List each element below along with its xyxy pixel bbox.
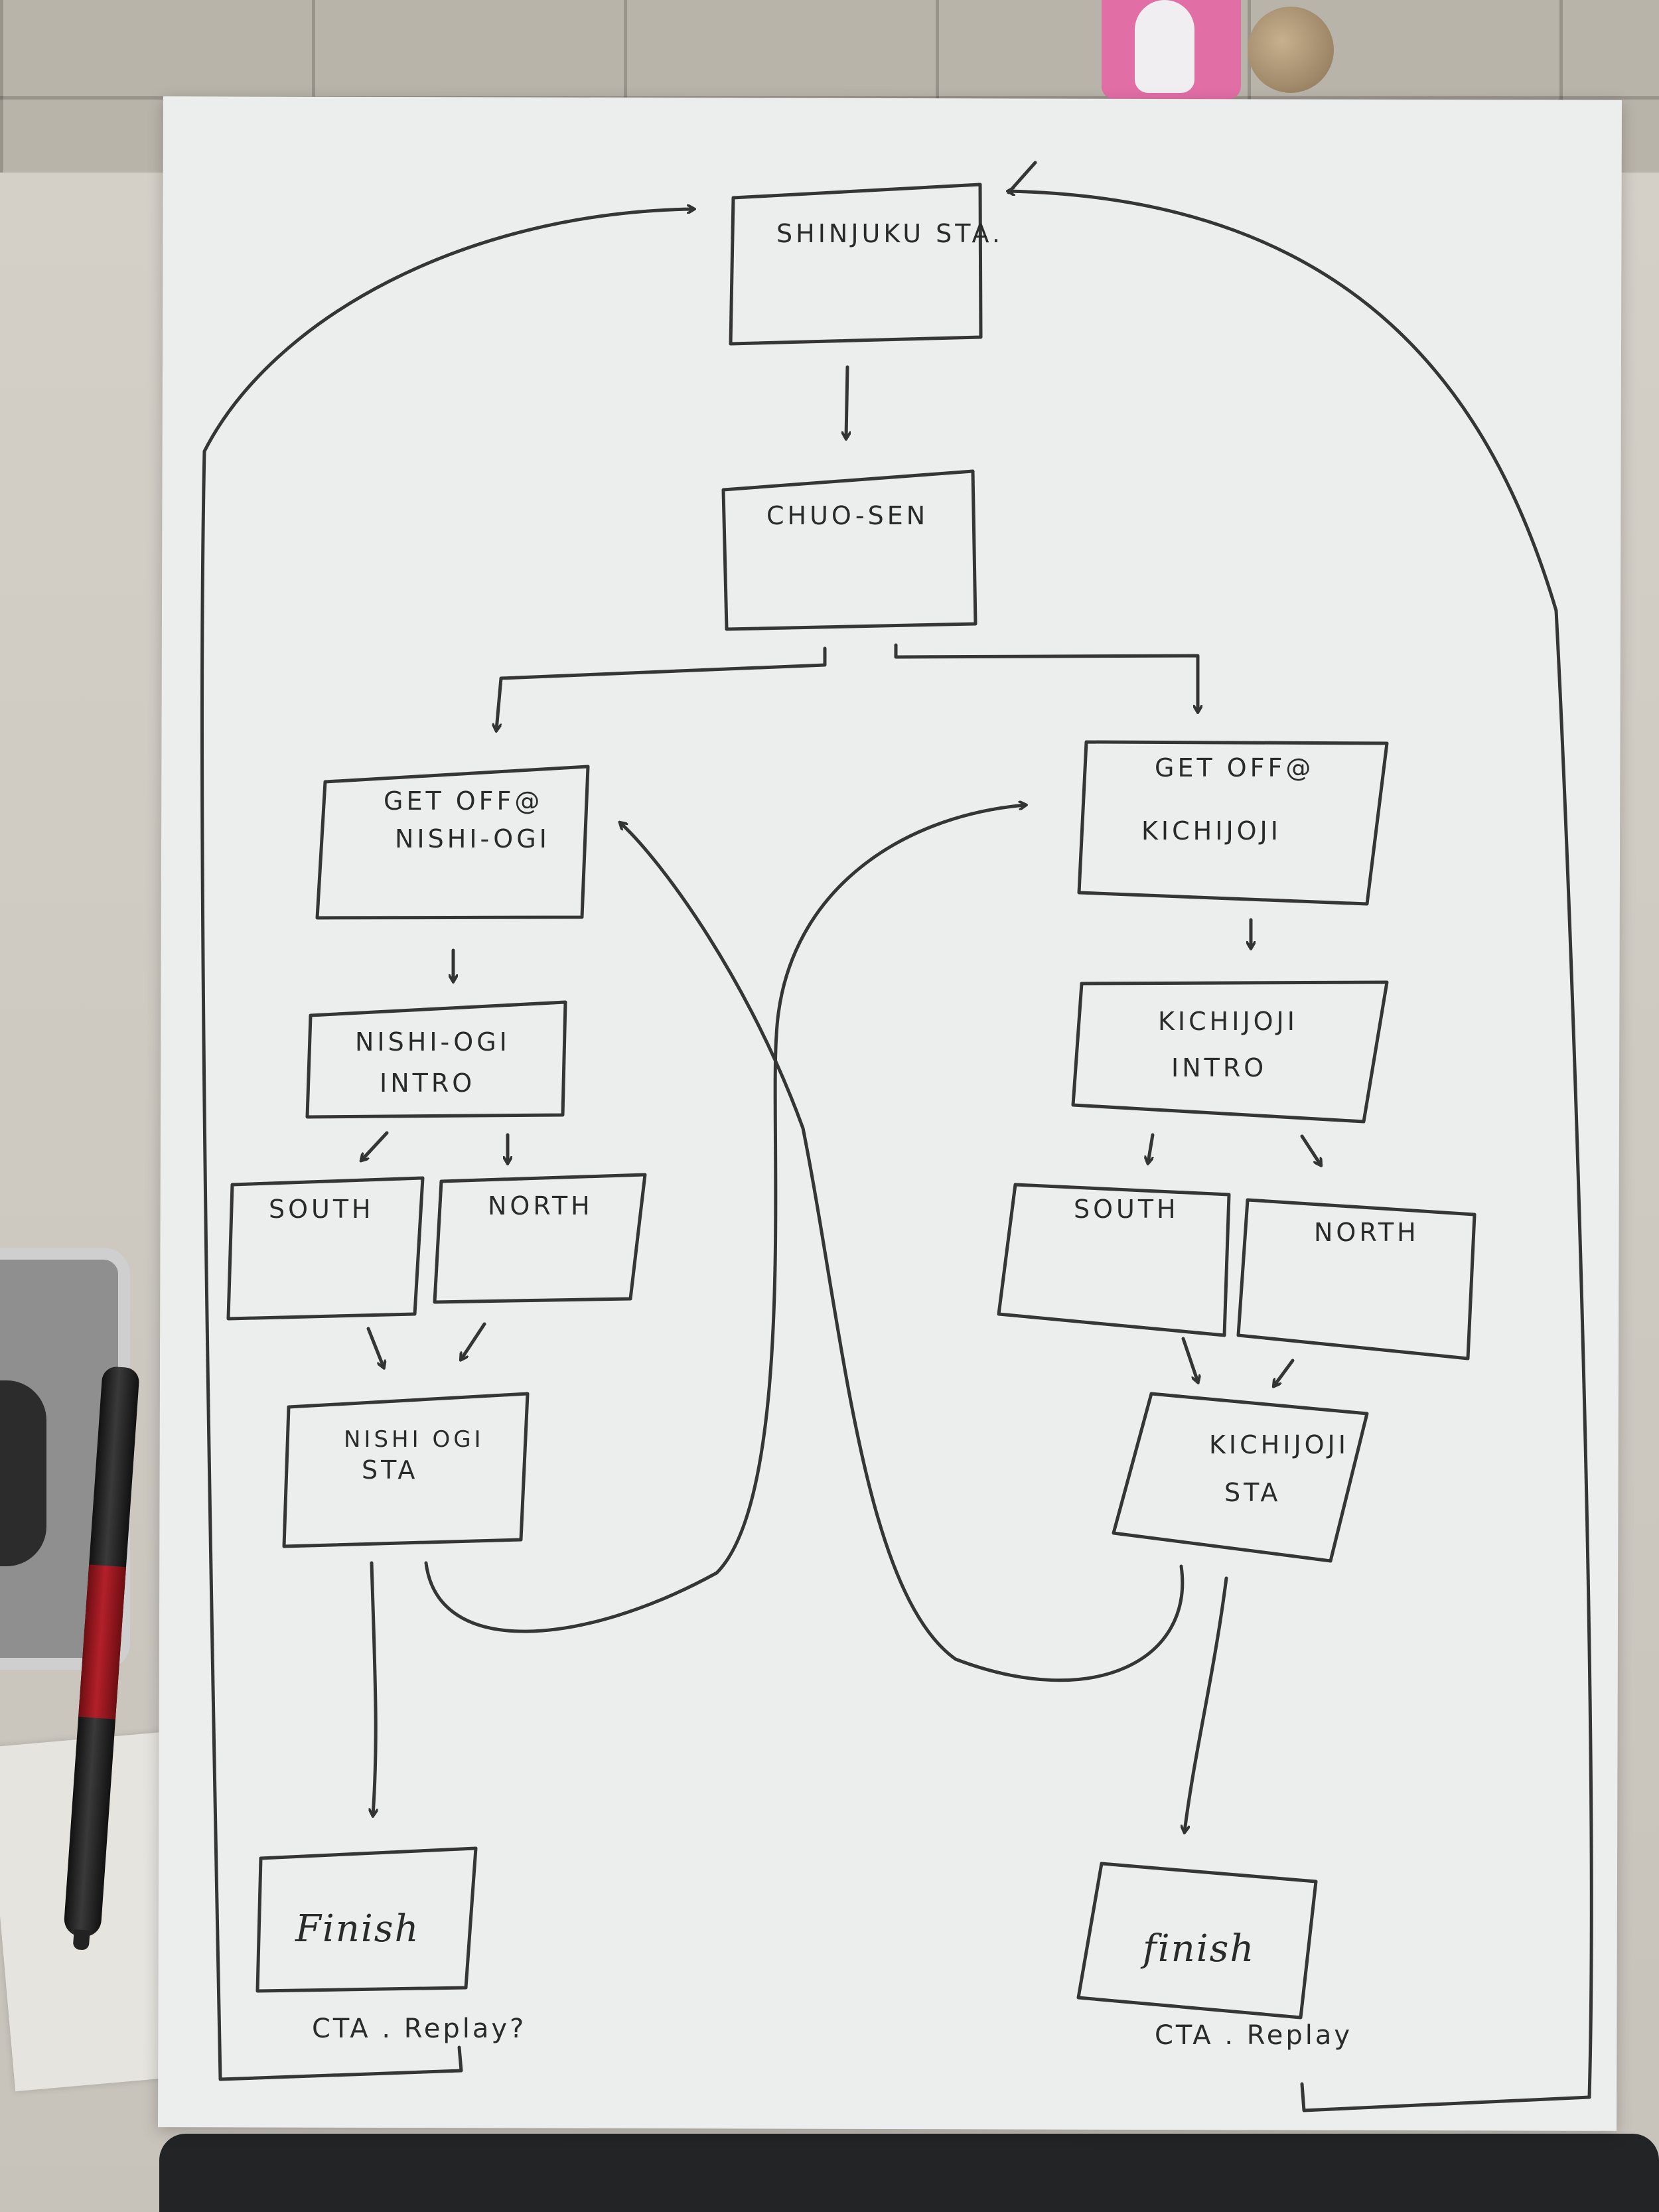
label-nishi-south: SOUTH [269,1195,374,1224]
box-nishi-south [226,1176,425,1321]
arrowhead-top-right-tick [1007,161,1037,194]
label-finish-left: Finish [295,1907,420,1951]
arrow-north-to-kichi-sta [1274,1359,1295,1386]
box-getoff-kichi [1077,740,1389,906]
dark-cloth [159,2134,1659,2212]
label-nishi-north: NORTH [488,1191,593,1220]
label-kichi-sta-2: STA [1224,1478,1281,1507]
box-kichi-intro [1071,980,1389,1124]
arrow-south-to-kichi-sta [1181,1337,1198,1382]
note-cta-left: CTA . Replay? [312,2014,526,2044]
label-shinjuku: SHINJUKU STA. [776,219,1003,248]
arrow-shinjuku-chuo [846,365,847,438]
box-getoff-nishi [315,765,590,920]
arrow-kichi-intro-south [1148,1133,1155,1163]
box-nishi-intro [305,1000,567,1119]
loop-right-replay [1009,191,1593,2112]
label-nishi-intro-2: INTRO [380,1069,475,1098]
arrow-south-to-nishi-sta [366,1327,384,1367]
box-kichi-south [997,1183,1231,1337]
arrow-chuo-split [496,646,827,730]
label-kichi-sta-1: KICHIJOJI [1209,1430,1349,1459]
box-kichi-sta [1112,1392,1369,1563]
box-shinjuku [729,183,983,346]
box-kichi-north [1236,1198,1477,1361]
box-nishi-north [433,1173,647,1304]
box-finish-left [255,1846,478,1993]
label-kichi-intro-1: KICHIJOJI [1158,1007,1298,1036]
label-getoff-kichi-2: KICHIJOJI [1141,816,1281,846]
note-cta-right: CTA . Replay [1155,2020,1352,2051]
shell-ornament [1248,7,1334,93]
label-kichi-south: SOUTH [1074,1195,1179,1224]
box-nishi-sta [282,1392,530,1548]
curve-nishi-to-kichi [424,805,1025,1633]
label-kichi-north: NORTH [1314,1218,1419,1247]
label-nishi-intro-1: NISHI-OGI [355,1027,510,1057]
label-kichi-intro-2: INTRO [1171,1053,1267,1082]
label-getoff-kichi-1: GET OFF@ [1155,753,1314,782]
box-chuo [721,469,977,631]
tablet-camera [0,1380,46,1566]
label-nishi-sta-2: STA [362,1455,418,1485]
arrow-nishi-sta-finish [372,1561,376,1815]
arrow-kichi-intro-north [1300,1134,1321,1165]
label-getoff-nishi-1: GET OFF@ [384,786,543,816]
curve-kichi-to-nishi [620,823,1185,1682]
bottle-cap [1135,0,1194,93]
arrow-chuo-kichi [894,643,1198,711]
arrow-kichi-sta-finish [1185,1576,1228,1832]
label-nishi-sta-1: NISHI OGI [344,1426,484,1453]
loop-left-replay [200,209,693,2081]
box-finish-right [1076,1862,1318,2020]
label-getoff-nishi-2: NISHI-OGI [395,824,550,853]
arrow-nishi-intro-south [362,1131,389,1160]
arrow-north-to-nishi-sta [461,1322,486,1359]
label-finish-right: finish [1140,1927,1255,1970]
label-chuo: CHUO-SEN [766,501,928,530]
